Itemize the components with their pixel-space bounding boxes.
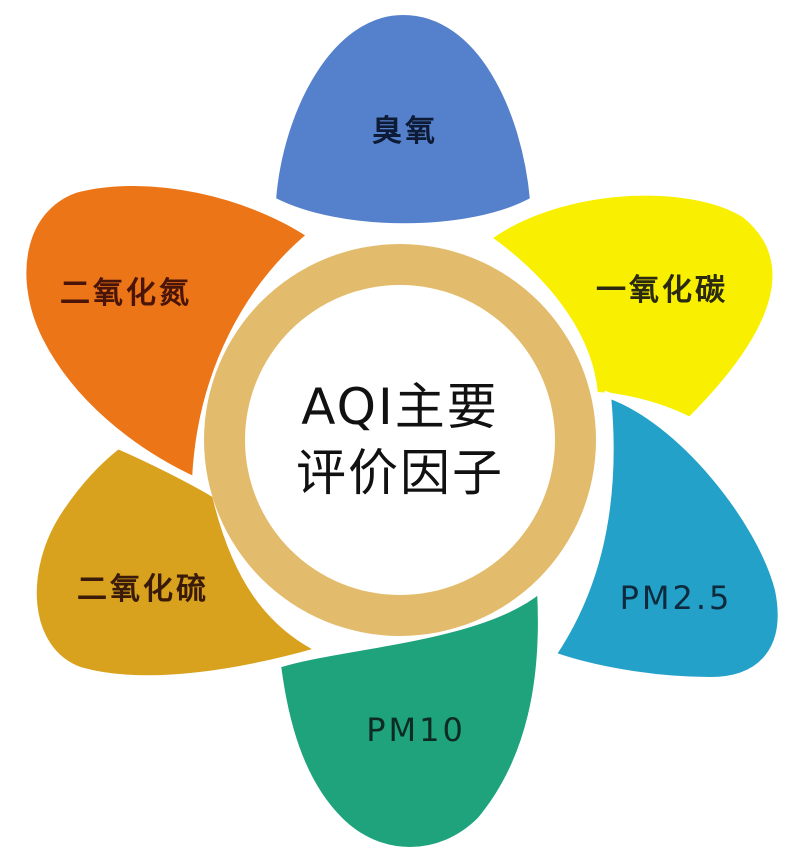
center-title: AQI主要 评价因子 [296,374,504,506]
center-disc [245,285,555,595]
petal-pm10 [274,583,544,853]
petal-pm25 [548,390,784,684]
petal-label-nitrogen-dioxide: 二氧化氮 [60,276,192,311]
petal-ozone [269,8,537,230]
petal-nitrogen-dioxide [20,179,316,485]
petal-label-ozone: 臭氧 [372,114,438,149]
petal-label-pm25: PM2.5 [619,579,733,617]
petal-label-pm10: PM10 [366,711,466,749]
petal-carbon-monoxide [482,189,779,424]
center-title-line2: 评价因子 [296,444,504,502]
center-title-line1: AQI主要 [301,378,499,436]
petal-label-sulfur-dioxide: 二氧化硫 [77,572,209,607]
petal-label-carbon-monoxide: 一氧化碳 [596,273,728,308]
